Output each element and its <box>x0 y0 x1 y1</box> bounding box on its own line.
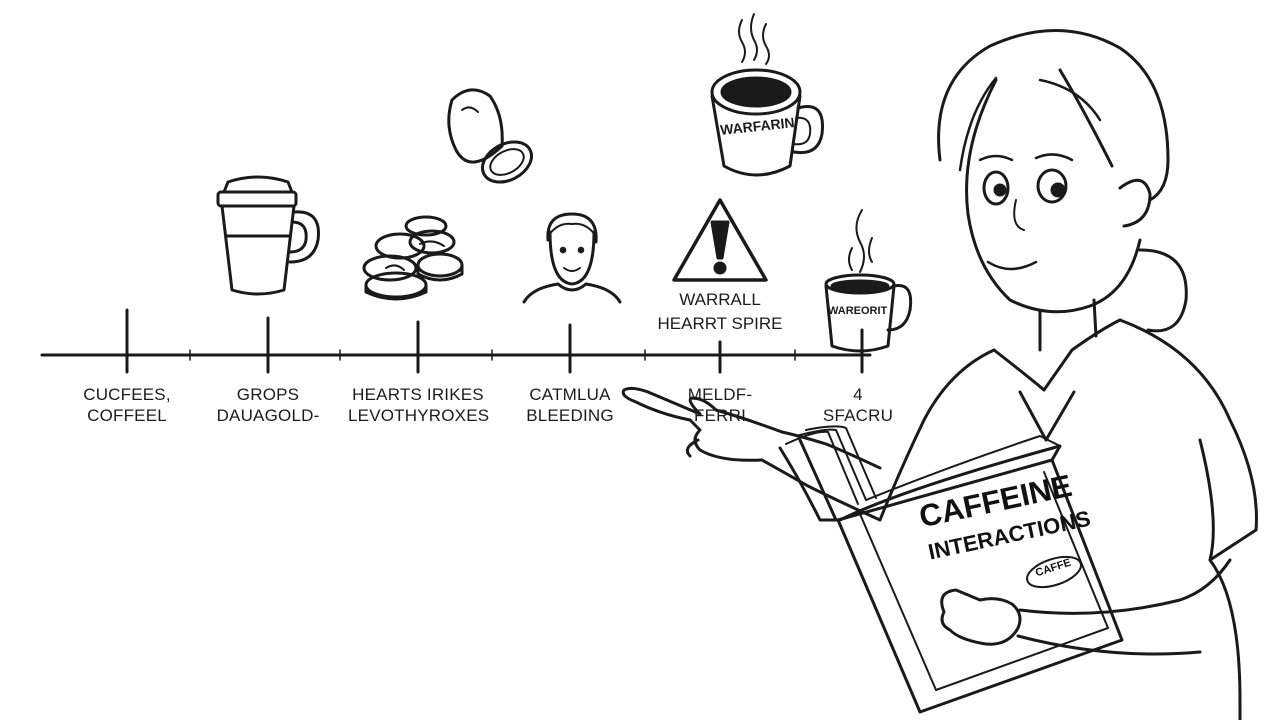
timeline-label-line1: HEARTS IRIKES <box>352 385 484 404</box>
timeline-label-line2: BLEEDING <box>526 406 614 425</box>
timeline-label-line2: DAUAGOLD- <box>216 406 320 425</box>
timeline-label-line2: LEVOTHYROXES <box>348 406 490 425</box>
timeline-label-line1: CATMLUA <box>529 385 611 404</box>
warning-caption-line2: HEARRT SPIRE <box>657 314 783 333</box>
small-mug-label: WAREORIT <box>828 305 888 317</box>
small-coffee-mug-icon <box>824 209 913 353</box>
warning-caption: WARRALL HEARRT SPIRE <box>650 288 790 336</box>
timeline-label: MELDF- FERRI <box>672 384 768 426</box>
warfarin-mug-icon <box>710 13 824 177</box>
timeline-label-line1: CUCFEES, <box>83 385 171 404</box>
warning-caption-line1: WARRALL <box>679 290 761 309</box>
timeline-label-line2: SFACRU <box>822 406 894 425</box>
timeline-label-line2: FERRI <box>694 406 746 425</box>
timeline-label: 4 SFACRU <box>818 384 898 426</box>
timeline-label-line1: 4 <box>853 385 863 404</box>
person-icon <box>522 212 622 304</box>
caffeine-interactions-book <box>778 425 1124 714</box>
timeline-label: CATMLUA BLEEDING <box>515 384 625 426</box>
woman-character <box>621 29 1258 720</box>
pills-stack-icon <box>362 215 464 301</box>
timeline-label-line1: MELDF- <box>687 385 753 404</box>
timeline-label-line2: COFFEEL <box>87 406 167 425</box>
warning-icon <box>672 198 768 282</box>
timeline-label-line1: GROPS <box>236 385 300 404</box>
capsule-icon <box>447 88 533 184</box>
timeline <box>40 308 872 374</box>
timeline-label: CUCFEES, COFFEEL <box>77 384 177 426</box>
timeline-label: GROPS DAUAGOLD- <box>208 384 328 426</box>
timeline-label: HEARTS IRIKES LEVOTHYROXES <box>348 384 490 426</box>
coffee-cup-icon <box>216 175 320 296</box>
